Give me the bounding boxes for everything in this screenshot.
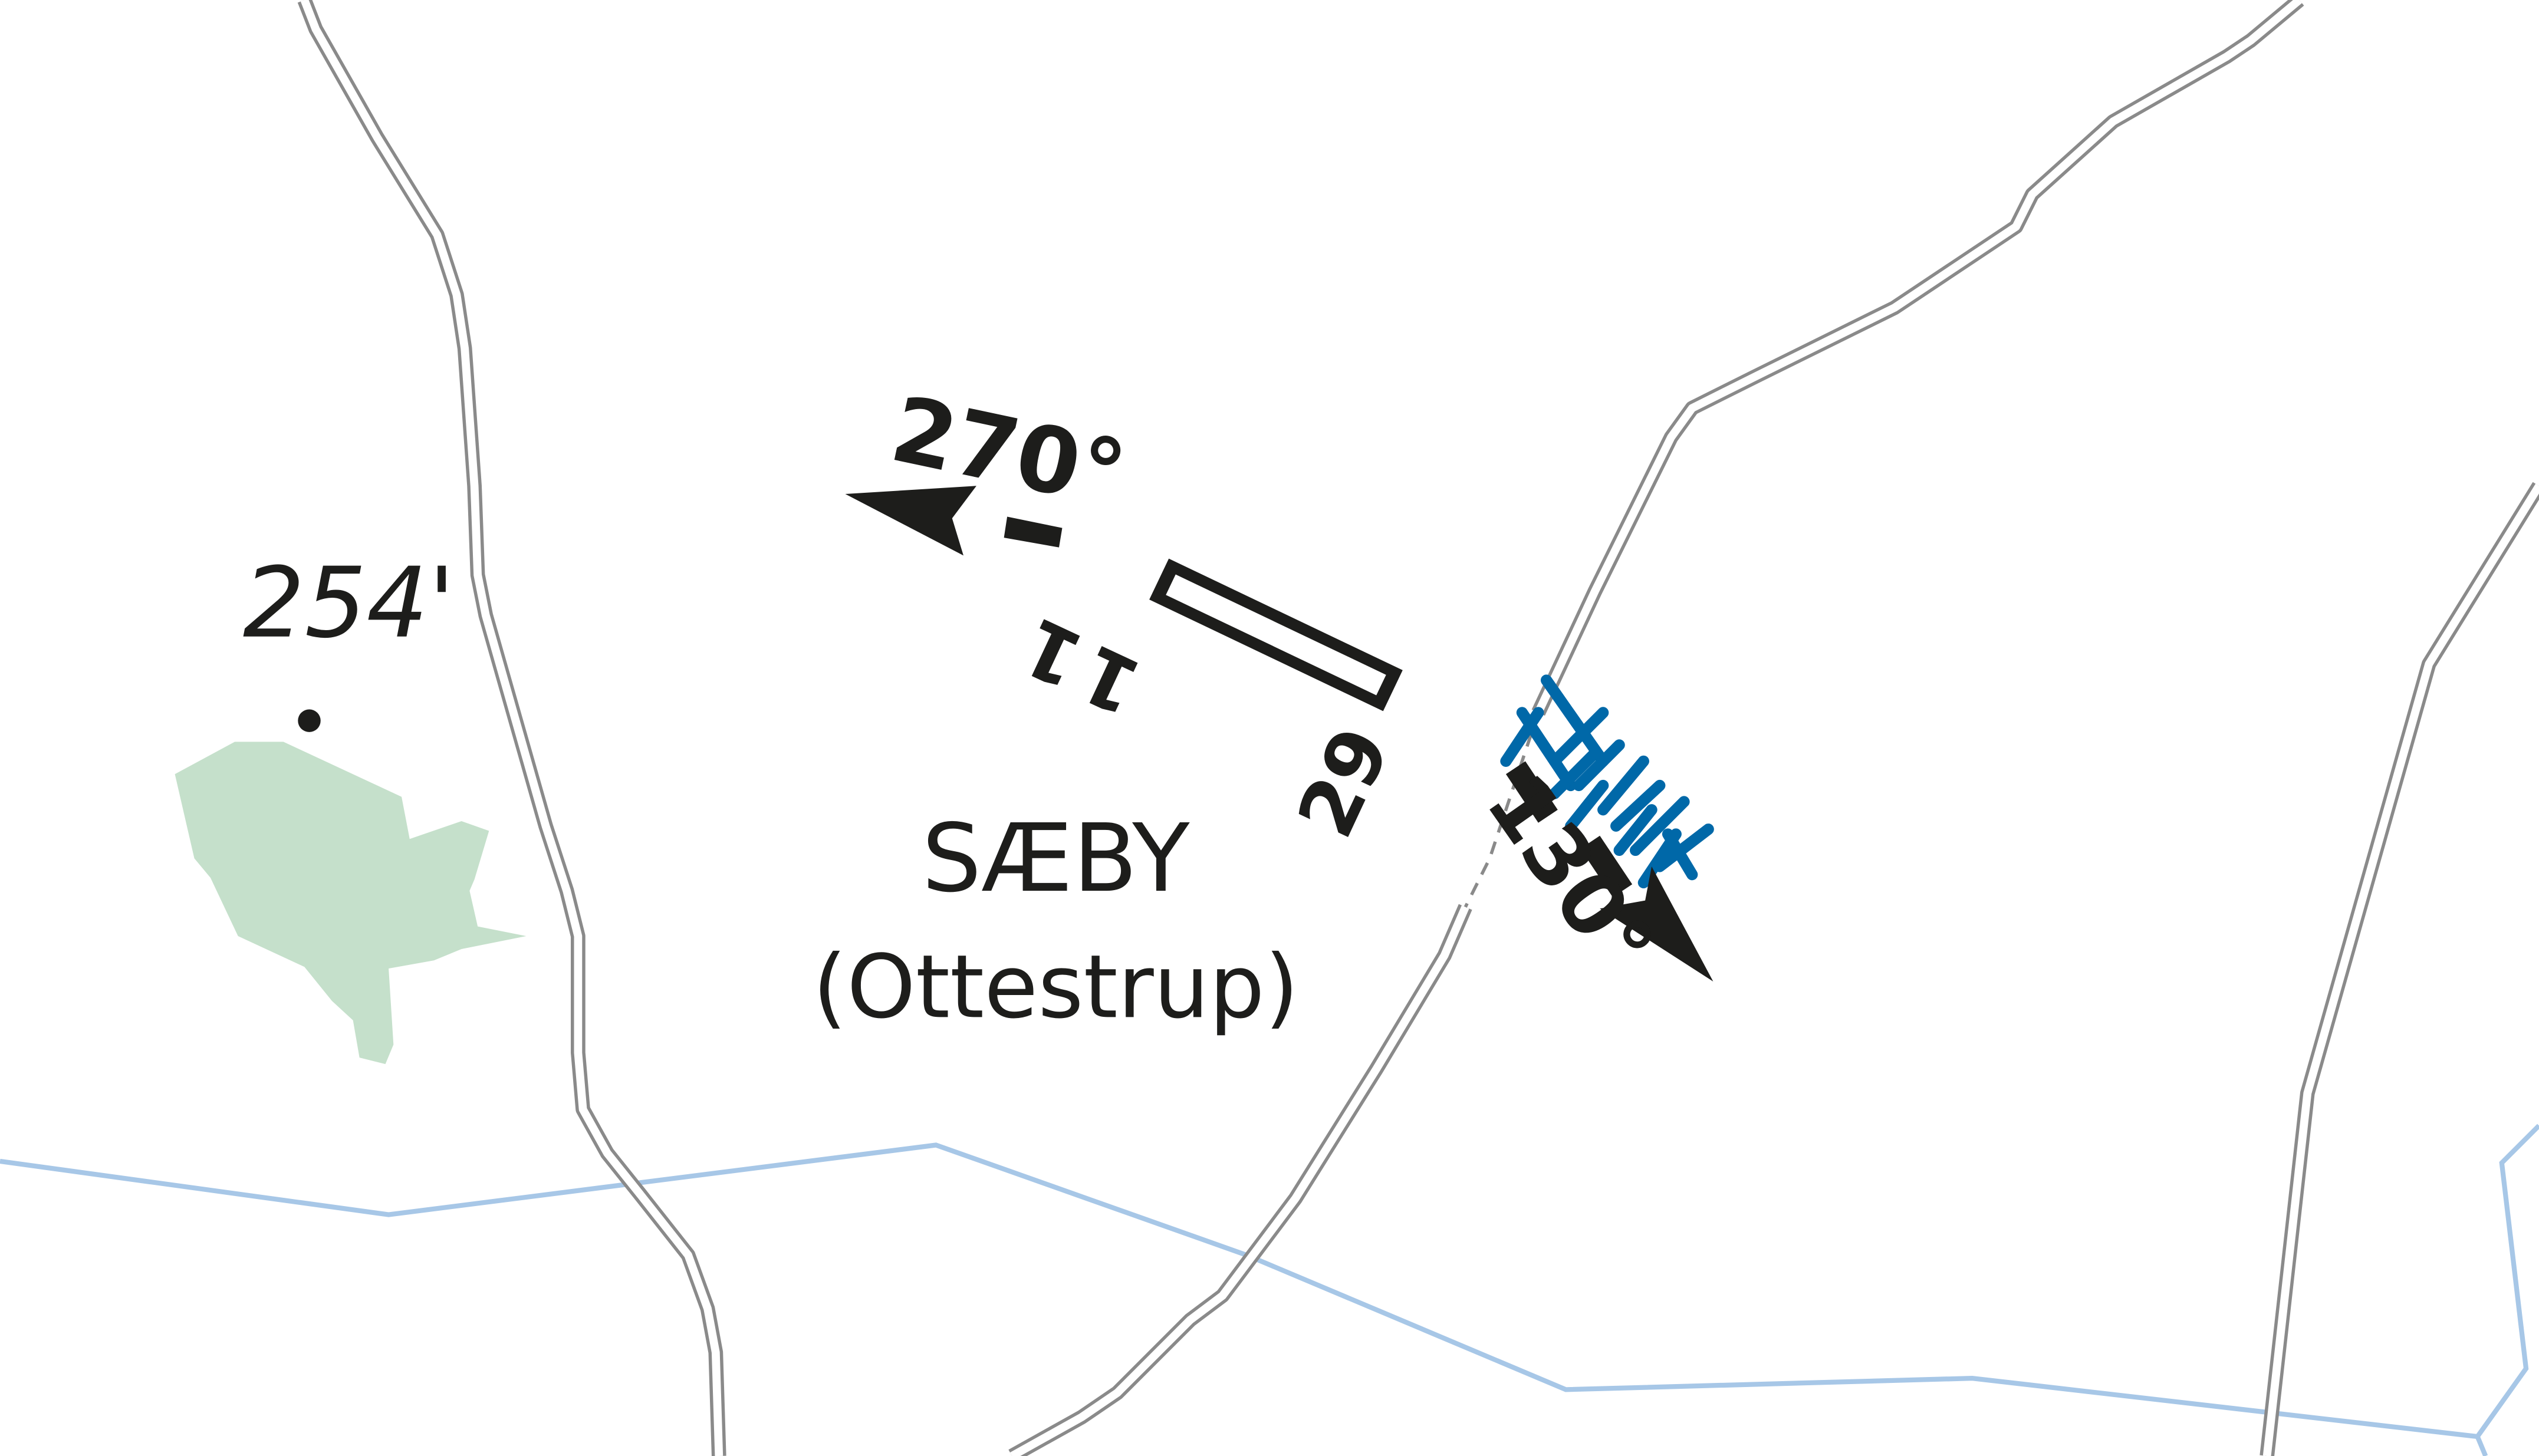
runway[interactable] — [1149, 558, 1403, 711]
heading-east-label: 130° — [1468, 756, 1673, 991]
runway-designator-east: 29 — [1281, 714, 1408, 851]
road-dashed-segment — [1463, 712, 1540, 908]
roads — [297, 0, 2539, 1456]
stream-line — [0, 1124, 2539, 1439]
stream-branch — [2475, 1435, 2488, 1456]
elevation-point — [298, 709, 321, 732]
water-lines — [0, 1124, 2539, 1456]
obstacle-hatching — [1500, 674, 1714, 889]
road-east — [2260, 482, 2539, 1456]
elevation-label: 254' — [243, 546, 455, 660]
runway-threshold-bars — [1004, 516, 1633, 898]
runway-surface — [1166, 574, 1386, 696]
arrow-east-icon — [1600, 866, 1714, 981]
forest-area — [175, 742, 527, 1065]
place-subname: (Ottestrup) — [813, 935, 1298, 1037]
arrow-west-icon — [845, 486, 976, 556]
road-west — [297, 0, 726, 1456]
place-name: SÆBY — [922, 803, 1190, 913]
runway-designator-west: 11 — [1000, 596, 1154, 732]
road-diagonal-north — [1531, 0, 2304, 716]
